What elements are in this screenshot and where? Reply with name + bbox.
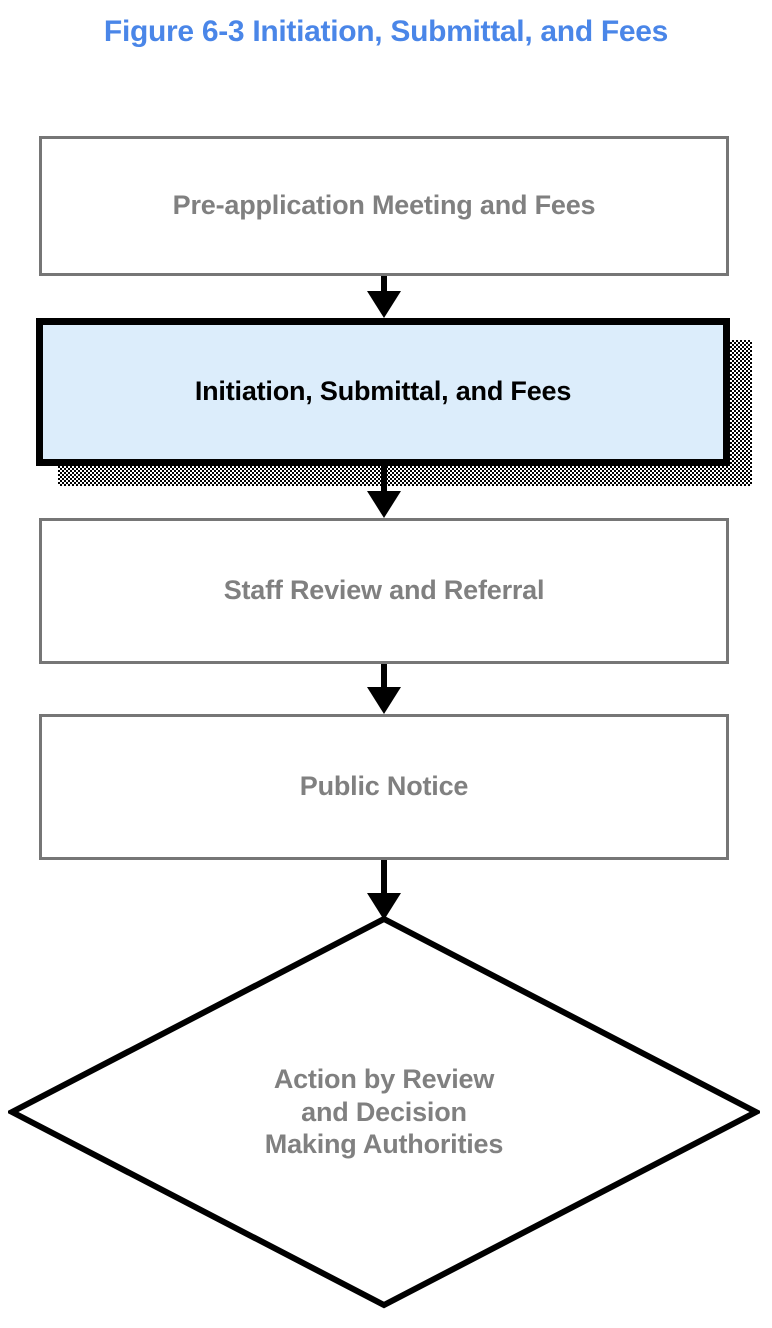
node-public-notice[interactable]: Public Notice [39,714,729,860]
diamond-shape-icon [8,915,760,1309]
node-pre-application-meeting-and-fees[interactable]: Pre-application Meeting and Fees [39,136,729,276]
arrow-head-icon [367,491,401,518]
node-label: Public Notice [299,771,469,802]
connector-initiation-to-staff-review [366,466,402,518]
arrow-stem [381,276,387,294]
connector-staff-review-to-public-notice [366,664,402,714]
node-label: Staff Review and Referral [223,575,545,606]
arrow-head-icon [367,687,401,714]
connector-pre-application-to-initiation [366,276,402,318]
node-label: Initiation, Submittal, and Fees [194,376,572,407]
node-action-by-review-and-decision-making-authorities[interactable]: Action by Review and Decision Making Aut… [8,915,760,1309]
node-label: Pre-application Meeting and Fees [172,190,596,221]
arrow-stem [381,466,387,494]
node-initiation-submittal-and-fees[interactable]: Initiation, Submittal, and Fees [36,318,730,466]
arrow-stem [381,860,387,894]
connector-public-notice-to-decision [366,860,402,920]
arrow-head-icon [367,291,401,318]
arrow-stem [381,664,387,690]
page-title: Figure 6-3 Initiation, Submittal, and Fe… [103,15,669,48]
node-staff-review-and-referral[interactable]: Staff Review and Referral [39,518,729,664]
arrow-head-icon [367,893,401,920]
